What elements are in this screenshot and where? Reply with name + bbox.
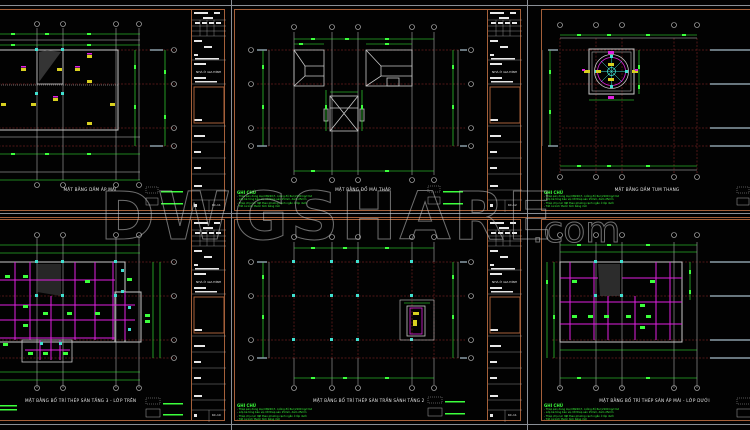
- title-block[interactable]: NHÀ Ở GIA ĐÌNH KC-10: [191, 219, 226, 422]
- layout-divider: [231, 0, 232, 430]
- sheet-title: MẶT BẰNG BỐ TRÍ THÉP SÀN TẦNG 3 - LỚP TR…: [25, 398, 137, 403]
- layout-divider: [0, 213, 750, 214]
- notes-text: - Thép sàn dùng loại CB240-T, cường độ R…: [544, 195, 619, 209]
- title-block-grid: [192, 222, 226, 422]
- notes-heading: GHI CHÚ: [544, 403, 564, 408]
- stair-roof-plan-drawing: [542, 22, 750, 206]
- title-block-grid: [192, 12, 226, 212]
- project-name: NHÀ Ở GIA ĐÌNH: [492, 280, 518, 284]
- layout-divider: [0, 5, 750, 6]
- title-block-grid: [488, 222, 522, 422]
- sheet-title: MẶT BẰNG DẦM TUM THANG: [614, 187, 680, 192]
- layout-divider: [0, 217, 750, 218]
- watermark-suffix: .com: [531, 210, 621, 252]
- project-name: NHÀ Ở GIA ĐÌNH: [196, 70, 222, 74]
- notes-heading: GHI CHÚ: [544, 190, 564, 195]
- title-block[interactable]: NHÀ Ở GIA ĐÌNH KC-12: [487, 9, 522, 212]
- sheet-number: KC-12: [508, 203, 517, 207]
- sheet-number: KC-10: [212, 413, 221, 417]
- project-name: NHÀ Ở GIA ĐÌNH: [492, 70, 518, 74]
- sheet-title: MẶT BẰNG BỐ TRÍ THÉP SÀN ÁP MÁI - LỚP DƯ…: [599, 398, 710, 403]
- notes-text: - Thép sàn dùng loại CB240-T, cường độ R…: [237, 408, 312, 422]
- notes-heading: GHI CHÚ: [237, 190, 257, 195]
- title-block[interactable]: NHÀ Ở GIA ĐÌNH KC-11: [191, 9, 226, 212]
- sheet-title: MẶT BẰNG BỐ TRÍ THÉP SÀN TRẦN SẢNH TẦNG …: [313, 398, 425, 403]
- roof-slab-bottom-rebar-drawing: [546, 232, 750, 418]
- roof-plan-drawing: [248, 24, 474, 205]
- notes-heading: GHI CHÚ: [237, 403, 257, 408]
- slab-rebar-plan-drawing: [0, 232, 183, 418]
- sheet-4[interactable]: MẶT BẰNG BỐ TRÍ THÉP SÀN TẦNG 3 - LỚP TR…: [0, 219, 225, 421]
- sheet-3[interactable]: MẶT BẰNG DẦM TUM THANG GHI CHÚ - Thép sà…: [541, 9, 750, 211]
- sheet-6[interactable]: MẶT BẰNG BỐ TRÍ THÉP SÀN ÁP MÁI - LỚP DƯ…: [541, 219, 750, 421]
- sheet-title: MẶT BẰNG ĐỔ MÁI THÁP: [335, 187, 391, 192]
- sheet-5[interactable]: MẶT BẰNG BỐ TRÍ THÉP SÀN TRẦN SẢNH TẦNG …: [234, 219, 488, 421]
- project-name: NHÀ Ở GIA ĐÌNH: [196, 280, 222, 284]
- sheet-2[interactable]: MẶT BẰNG ĐỔ MÁI THÁP GHI CHÚ - Thép sàn …: [234, 9, 488, 211]
- notes-text: - Thép sàn dùng loại CB240-T, cường độ R…: [544, 408, 619, 422]
- lobby-ceiling-slab-drawing: [248, 234, 474, 417]
- layout-divider: [527, 0, 528, 430]
- title-block-grid: [488, 12, 522, 212]
- sheet-number: KC-11: [212, 203, 221, 207]
- sheet-1[interactable]: MẶT BẰNG DẦM ÁP MÁI: [0, 9, 225, 211]
- sheet-title: MẶT BẰNG DẦM ÁP MÁI: [63, 187, 117, 192]
- notes-text: - Thép sàn dùng loại CB240-T, cường độ R…: [237, 195, 312, 209]
- layout-divider: [0, 424, 750, 425]
- sheet-number: KC-11: [508, 413, 517, 417]
- floor-plan-drawing: [0, 21, 183, 206]
- title-block[interactable]: NHÀ Ở GIA ĐÌNH KC-11: [487, 219, 522, 422]
